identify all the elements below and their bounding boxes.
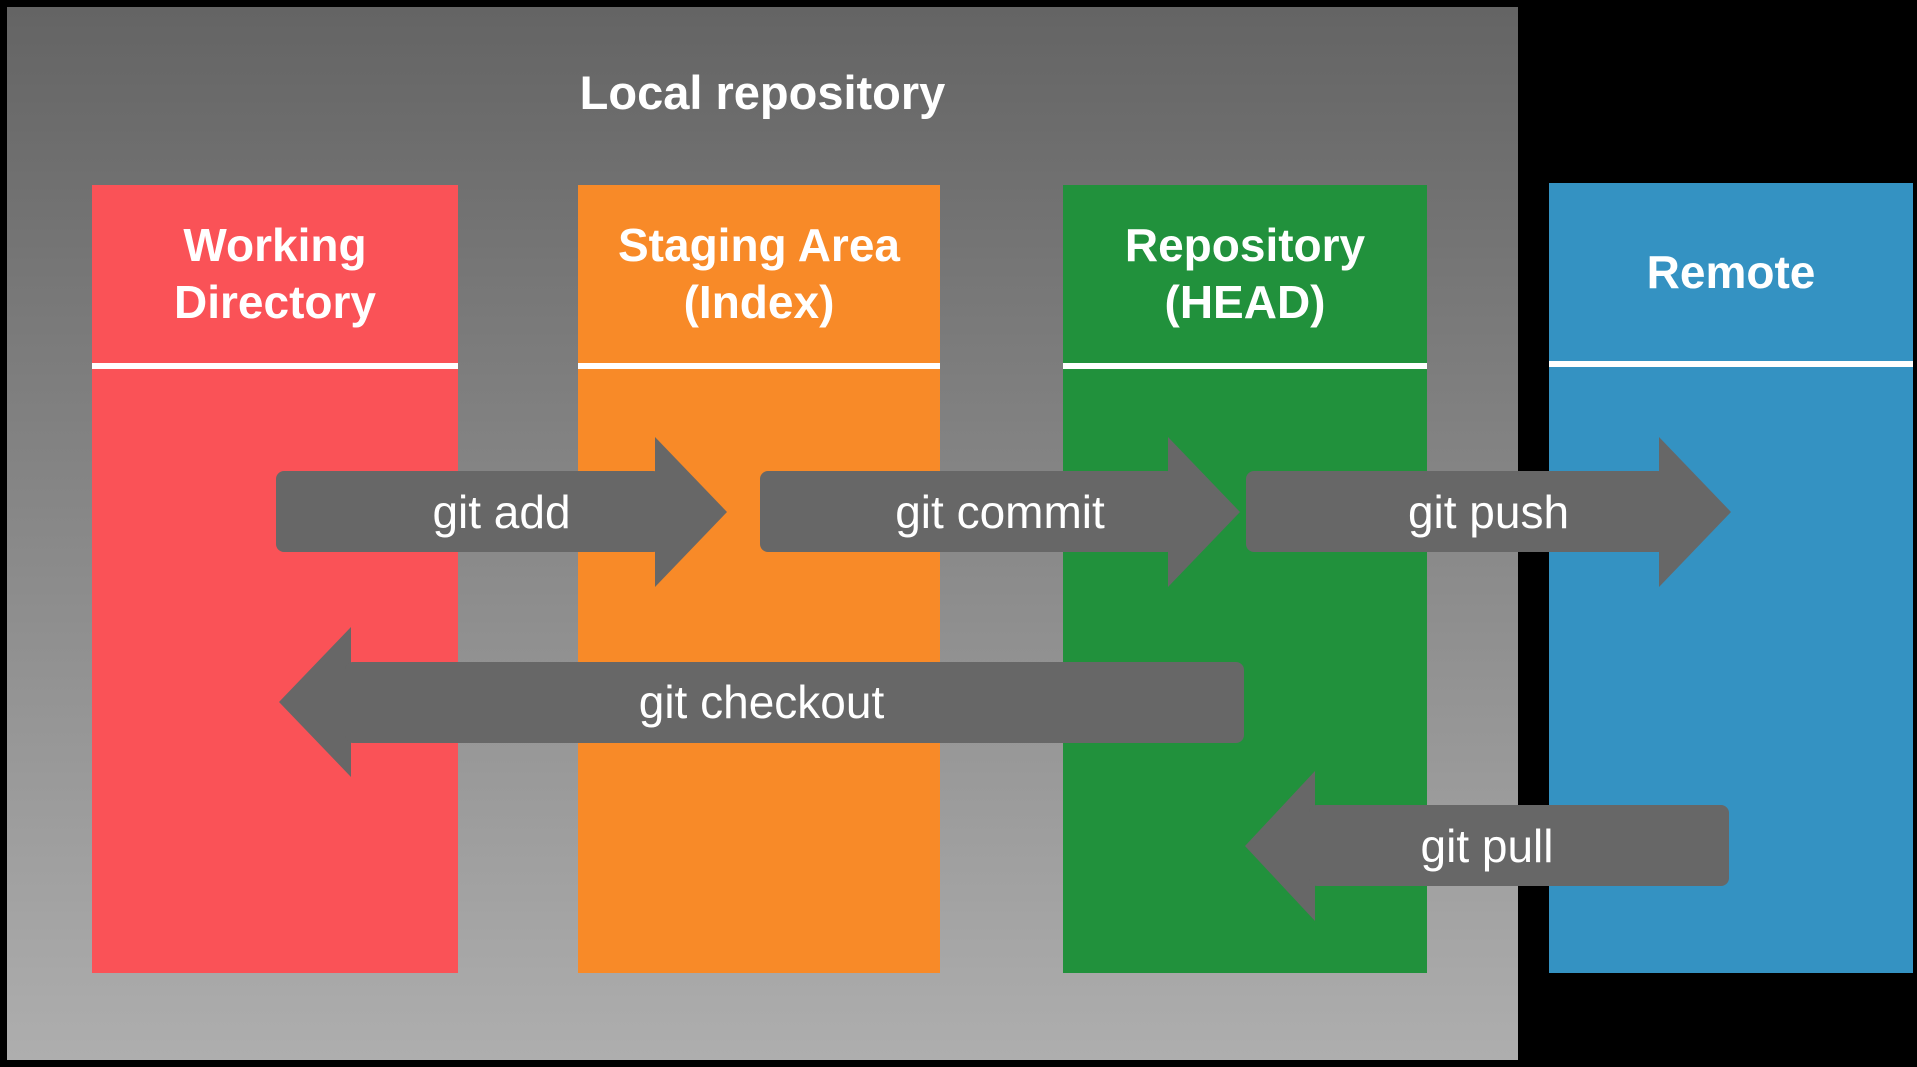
- git-pull-arrow: git pull: [1245, 771, 1729, 921]
- header-divider: [1549, 361, 1913, 367]
- arrow-label: git commit: [895, 486, 1105, 538]
- arrow-label: git checkout: [638, 676, 885, 728]
- arrow-body: [345, 662, 1244, 743]
- arrow-body: [1246, 471, 1666, 552]
- arrow-label: git pull: [1420, 820, 1554, 872]
- diagram-title: Local repository: [579, 66, 946, 119]
- git-checkout-arrow: git checkout: [279, 627, 1244, 777]
- header-line: Working: [183, 219, 367, 271]
- header-line: Remote: [1646, 245, 1816, 298]
- column-staging-area: Staging Area (Index): [578, 185, 940, 973]
- git-add-arrow: git add: [276, 437, 727, 587]
- column-remote-header: Remote: [1549, 183, 1913, 361]
- header-divider: [578, 363, 940, 369]
- arrow-label: git add: [432, 486, 571, 538]
- header-line: (HEAD): [1164, 276, 1326, 328]
- column-working-directory: Working Directory: [92, 185, 458, 973]
- header-divider: [1063, 363, 1427, 369]
- column-working-directory-header: Working Directory: [92, 185, 458, 363]
- arrow-body: [1309, 805, 1729, 886]
- git-commit-arrow: git commit: [760, 437, 1240, 587]
- git-push-arrow: git push: [1246, 437, 1731, 587]
- column-repository-head-header: Repository (HEAD): [1063, 185, 1427, 363]
- arrow-body: [276, 471, 661, 552]
- header-divider: [92, 363, 458, 369]
- header-line: (Index): [683, 276, 835, 328]
- arrow-body: [760, 471, 1175, 552]
- header-line: Repository: [1124, 219, 1366, 271]
- arrow-label: git push: [1407, 486, 1570, 538]
- header-line: Staging Area: [617, 219, 901, 271]
- column-staging-area-header: Staging Area (Index): [578, 185, 940, 363]
- header-line: Directory: [174, 276, 376, 328]
